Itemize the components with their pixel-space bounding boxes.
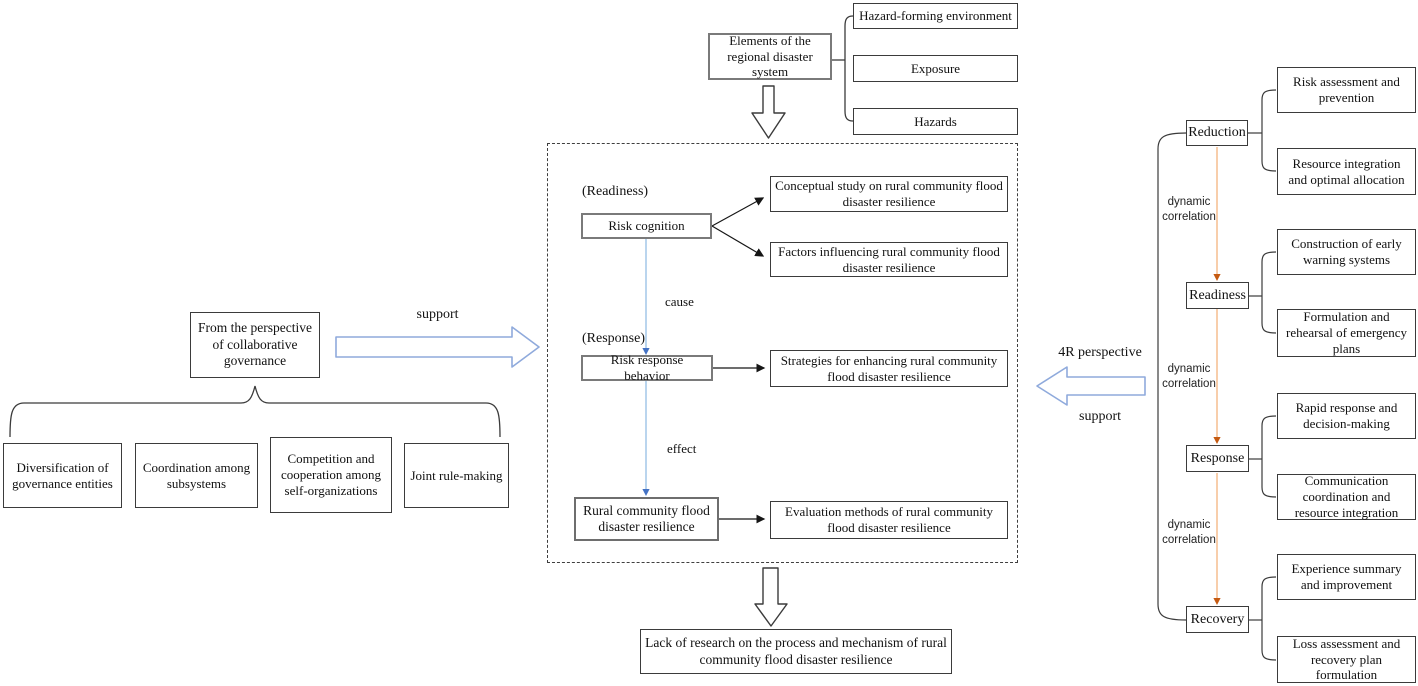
fourr-perspective-label: 4R perspective [1058,345,1142,360]
dynamic-correlation-label-3: dynamic correlation [1162,519,1216,546]
hazards-box: Hazards [853,108,1018,135]
cognition-fork-arrows [711,197,765,257]
response-phase-label: (Response) [582,331,645,346]
dynamic-correlation-label-2: dynamic correlation [1162,363,1216,390]
conceptual-study-box: Conceptual study on rural community floo… [770,176,1008,212]
emergency-plans-box: Formulation and rehearsal of emergency p… [1277,309,1416,357]
support-arrow-right-icon [335,326,540,368]
resource-integration-box: Resource integration and optimal allocat… [1277,148,1416,195]
joint-rule-making-box: Joint rule-making [404,443,509,508]
stage-item-braces [1248,89,1277,661]
effect-label: effect [667,441,697,456]
support-label-left: support [416,307,459,322]
down-arrow-bottom-icon [754,567,788,627]
stages-left-bracket [1157,132,1187,621]
early-warning-box: Construction of early warning systems [1277,229,1416,275]
dynamic-correlation-arrows [1213,147,1221,605]
strategies-box: Strategies for enhancing rural community… [770,350,1008,387]
top-brace-connector [832,15,854,122]
governance-brace [9,385,501,438]
research-gap-box: Lack of research on the process and mech… [640,629,952,674]
rural-resilience-box: Rural community flood disaster resilienc… [574,497,719,541]
exposure-box: Exposure [853,55,1018,82]
core-research-frame [547,143,1018,563]
cause-label: cause [665,294,694,309]
collaborative-governance-box: From the perspective of collaborative go… [190,312,320,378]
coordination-subsystems-box: Coordination among subsystems [135,443,258,508]
support-label-right: support [1079,409,1121,424]
risk-assessment-box: Risk assessment and prevention [1277,67,1416,113]
rapid-response-box: Rapid response and decision-making [1277,393,1416,439]
support-arrow-left-icon [1036,366,1146,406]
stage-readiness-box: Readiness [1186,282,1249,309]
cause-effect-flow-lines [642,239,650,496]
factors-influencing-box: Factors influencing rural community floo… [770,242,1008,277]
competition-cooperation-box: Competition and cooperation among self-o… [270,437,392,513]
down-arrow-top-icon [751,85,786,139]
evaluation-methods-box: Evaluation methods of rural community fl… [770,501,1008,539]
stage-recovery-box: Recovery [1186,606,1249,633]
risk-response-behavior-box: Risk response behavior [581,352,713,383]
readiness-phase-label: (Readiness) [582,184,649,199]
hazard-forming-environment-box: Hazard-forming environment [853,3,1018,29]
elements-regional-disaster-box: Elements of the regional disaster system [708,33,832,80]
communication-coordination-box: Communication coordination and resource … [1277,473,1416,520]
governance-entity-box: Diversification of governance entities [3,443,122,508]
dynamic-correlation-label-1: dynamic correlation [1162,196,1216,223]
experience-summary-box: Experience summary and improvement [1277,554,1416,600]
stage-reduction-box: Reduction [1186,120,1248,146]
stage-response-box: Response [1186,445,1249,472]
risk-cognition-box: Risk cognition [581,213,712,239]
loss-assessment-box: Loss assessment and recovery plan formul… [1277,636,1416,683]
